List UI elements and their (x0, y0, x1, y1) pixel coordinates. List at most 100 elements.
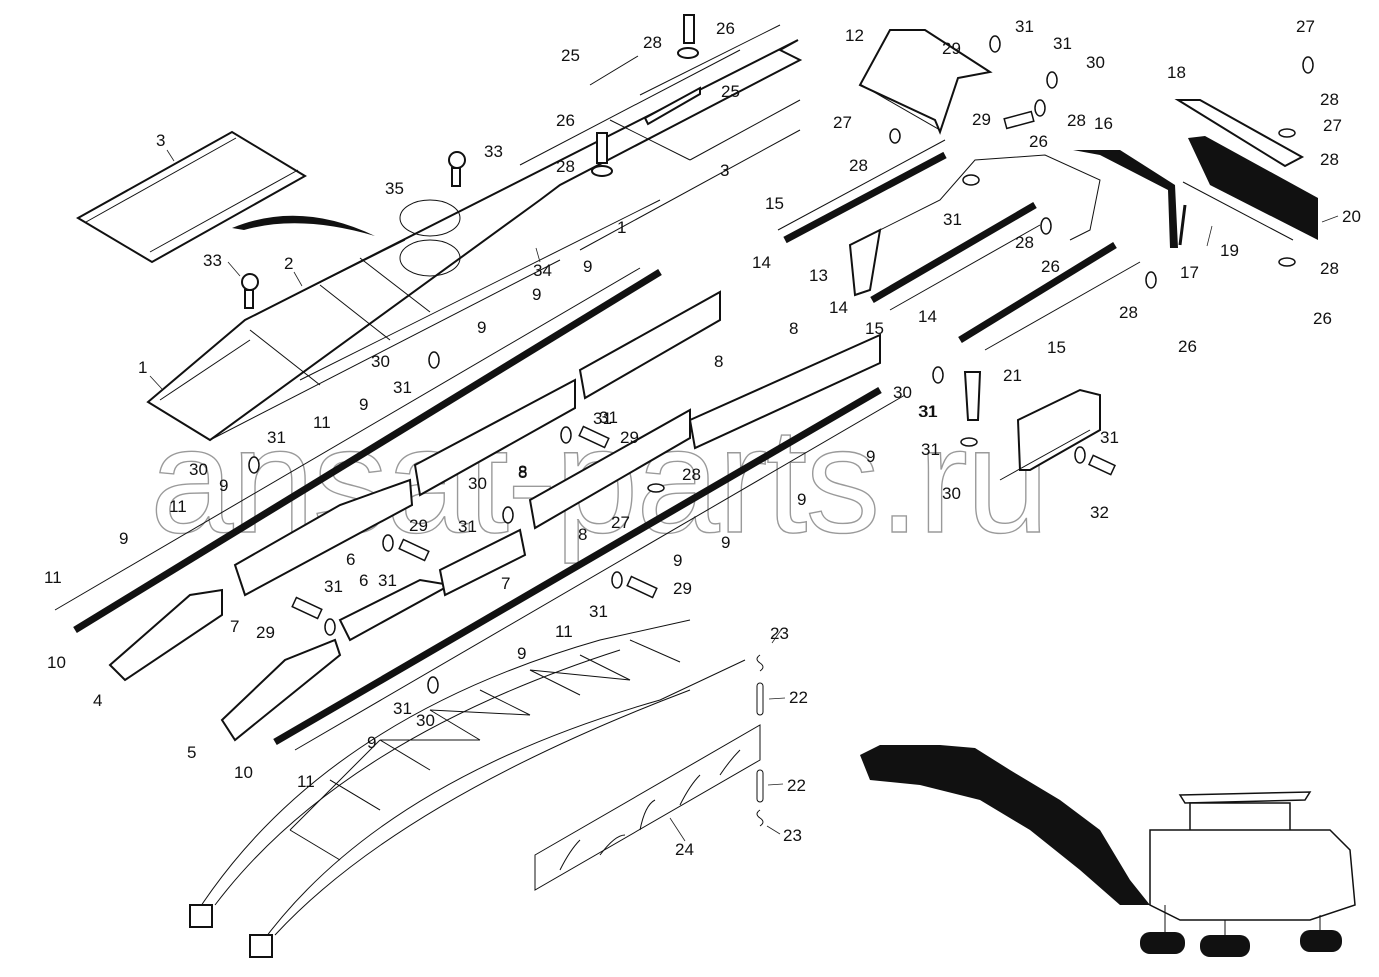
callout-27: 27 (833, 113, 852, 132)
callout-11: 11 (169, 497, 187, 516)
clips-22-23 (756, 654, 764, 827)
callout-24: 24 (675, 840, 694, 859)
callout-29: 29 (620, 428, 639, 447)
callout-9: 9 (477, 318, 486, 337)
strips-15 (777, 139, 1141, 351)
callout-31: 31 (393, 699, 412, 718)
callout-18: 18 (1167, 63, 1186, 82)
callout-31: 31 (1100, 428, 1119, 447)
milling-machine-illustration (860, 745, 1356, 957)
callout-23: 23 (770, 624, 789, 643)
hardware-items (248, 35, 1314, 694)
callout-31: 31 (1053, 34, 1072, 53)
callout-32: 32 (1090, 503, 1109, 522)
callout-9: 9 (532, 285, 541, 304)
callout-33: 33 (203, 251, 222, 270)
callout-28: 28 (682, 465, 701, 484)
callout-26: 26 (556, 111, 575, 130)
callout-5: 5 (187, 743, 196, 762)
callout-21: 21 (1003, 366, 1022, 385)
callout-31: 31 (324, 577, 343, 596)
hinge-pins (589, 14, 701, 177)
callout-30: 30 (416, 711, 435, 730)
cover-panel-3-left (75, 130, 307, 264)
callout-30: 30 (893, 383, 912, 402)
callout-27: 27 (1323, 116, 1342, 135)
callout-28: 28 (1067, 111, 1086, 130)
callout-28: 28 (643, 33, 662, 52)
callout-13: 13 (809, 266, 828, 285)
callout-29: 29 (256, 623, 275, 642)
callout-9: 9 (797, 490, 806, 509)
bracket-6-7 (233, 478, 527, 642)
mount-plate-21 (963, 371, 1101, 481)
callout-31: 31 (458, 517, 477, 536)
truss-frame (189, 619, 746, 958)
callout-3: 3 (720, 161, 729, 180)
callout-7: 7 (230, 617, 239, 636)
callout-16: 16 (1094, 114, 1113, 133)
callout-28: 28 (1015, 233, 1034, 252)
callout-19: 19 (1220, 241, 1239, 260)
brush-rail-10-upper (54, 267, 662, 633)
callout-15: 15 (865, 319, 884, 338)
callout-8: 8 (789, 319, 798, 338)
callout-9: 9 (367, 733, 376, 752)
chute-16-17 (1073, 150, 1187, 248)
guard-4 (108, 588, 223, 682)
callout-9: 9 (359, 395, 368, 414)
callout-11: 11 (555, 622, 573, 641)
brush-rail-10-lower (273, 386, 906, 751)
callout-4: 4 (93, 691, 102, 710)
callout-6: 6 (359, 571, 368, 590)
callout-22: 22 (789, 688, 808, 707)
callout-33: 33 (484, 142, 503, 161)
callout-30: 30 (942, 484, 961, 503)
callout-8: 8 (578, 525, 587, 544)
callout-30: 30 (468, 474, 487, 493)
callout-11: 11 (44, 568, 62, 587)
callout-30: 30 (371, 352, 390, 371)
main-cover-assembly (146, 24, 803, 442)
plate-18 (1174, 99, 1305, 168)
callout-26: 26 (1041, 257, 1060, 276)
callout-31: 31 (921, 440, 940, 459)
cover-arc-indicator (232, 215, 375, 236)
callout-7: 7 (501, 574, 510, 593)
callout-30: 30 (189, 460, 208, 479)
callout-9: 9 (517, 644, 526, 663)
callout-29: 29 (942, 39, 961, 58)
callout-30: 30 (1086, 53, 1105, 72)
callout-29: 29 (673, 579, 692, 598)
guard-5 (220, 638, 342, 742)
callout-2: 2 (284, 254, 293, 273)
callout-23: 23 (783, 826, 802, 845)
callout-31: 31 (599, 408, 618, 427)
head-chute-12 (858, 29, 993, 135)
callout-31: 31 (267, 428, 286, 447)
callout-14: 14 (829, 298, 848, 317)
callout-31: 31 (918, 402, 937, 421)
callout-15: 15 (1047, 338, 1066, 357)
callout-9: 9 (583, 257, 592, 276)
callout-8: 8 (518, 463, 527, 482)
callout-14: 14 (752, 253, 771, 272)
leader-lines (149, 149, 1339, 842)
callout-31: 31 (378, 571, 397, 590)
callout-28: 28 (1320, 90, 1339, 109)
callout-10: 10 (234, 763, 253, 782)
callout-9: 9 (219, 476, 228, 495)
callout-27: 27 (611, 513, 630, 532)
callout-26: 26 (1178, 337, 1197, 356)
callout-34: 34 (533, 261, 552, 280)
callout-22: 22 (787, 776, 806, 795)
callout-labels: 3 35 33 33 2 1 1 34 25 25 26 26 28 28 3 … (44, 17, 1361, 859)
callout-11: 11 (313, 413, 331, 432)
bolt-33 (241, 151, 466, 309)
callout-27: 27 (1296, 17, 1315, 36)
callout-31: 31 (589, 602, 608, 621)
callout-26: 26 (1313, 309, 1332, 328)
callout-20: 20 (1342, 207, 1361, 226)
brush-strips-14 (783, 151, 1117, 343)
angle-bracket-8 (413, 290, 881, 530)
